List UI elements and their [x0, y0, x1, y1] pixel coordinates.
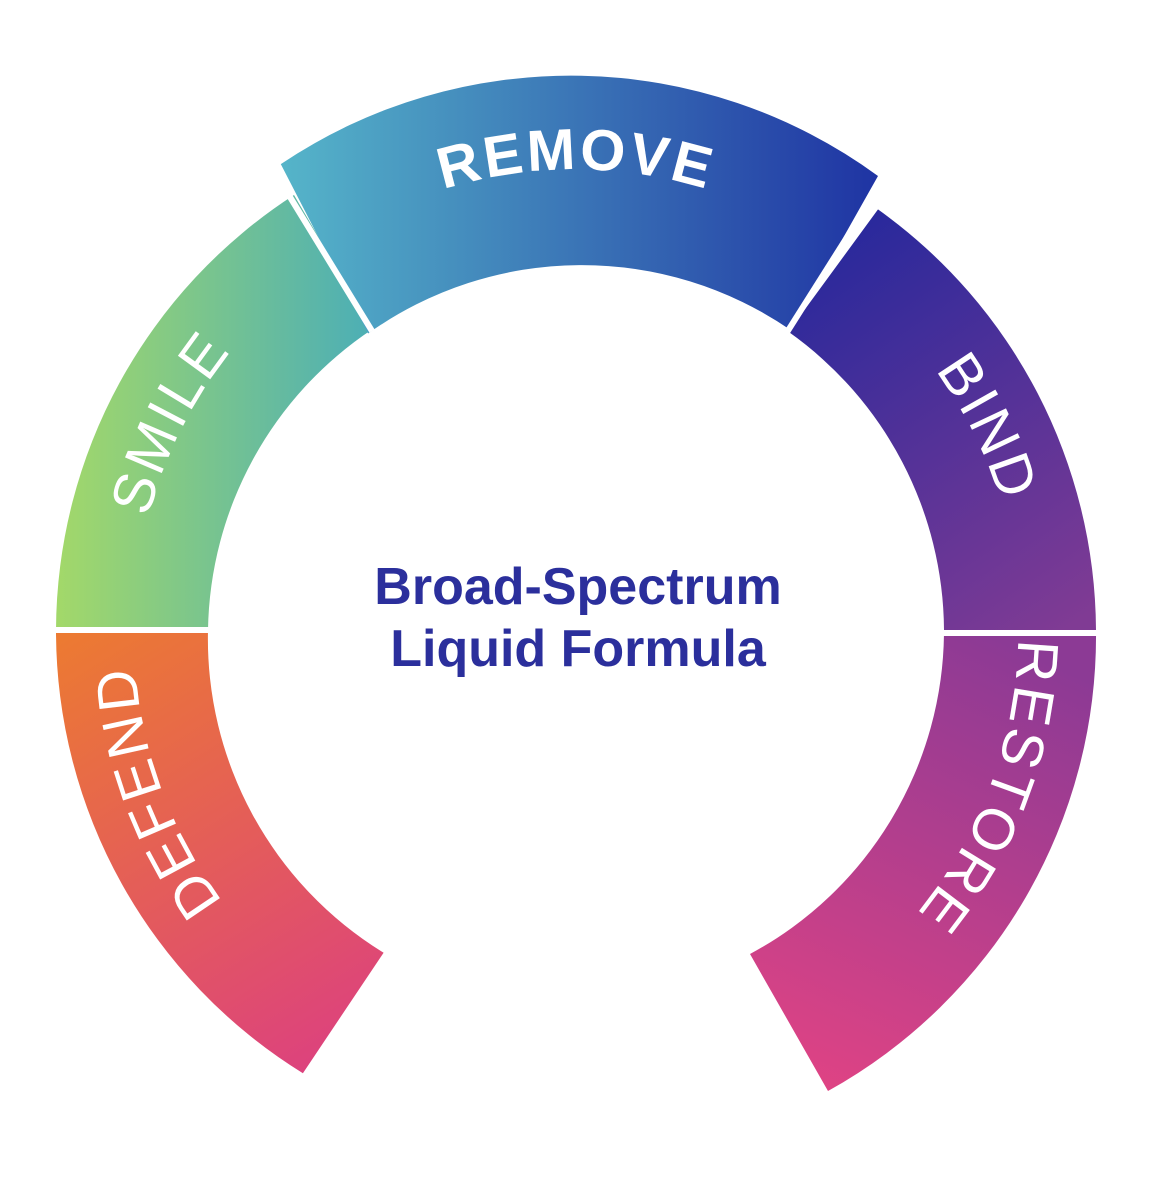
- segment-restore: [750, 630, 1097, 1091]
- segment-bind: [788, 209, 1096, 630]
- center-title: Broad-Spectrum Liquid Formula: [278, 556, 878, 680]
- center-title-line1: Broad-Spectrum: [374, 558, 782, 616]
- segment-smile: [56, 195, 373, 630]
- segment-defend: [55, 630, 384, 1074]
- segment-remove: [280, 75, 878, 334]
- center-title-line2: Liquid Formula: [390, 620, 766, 678]
- segment-dividers: [52, 195, 1100, 636]
